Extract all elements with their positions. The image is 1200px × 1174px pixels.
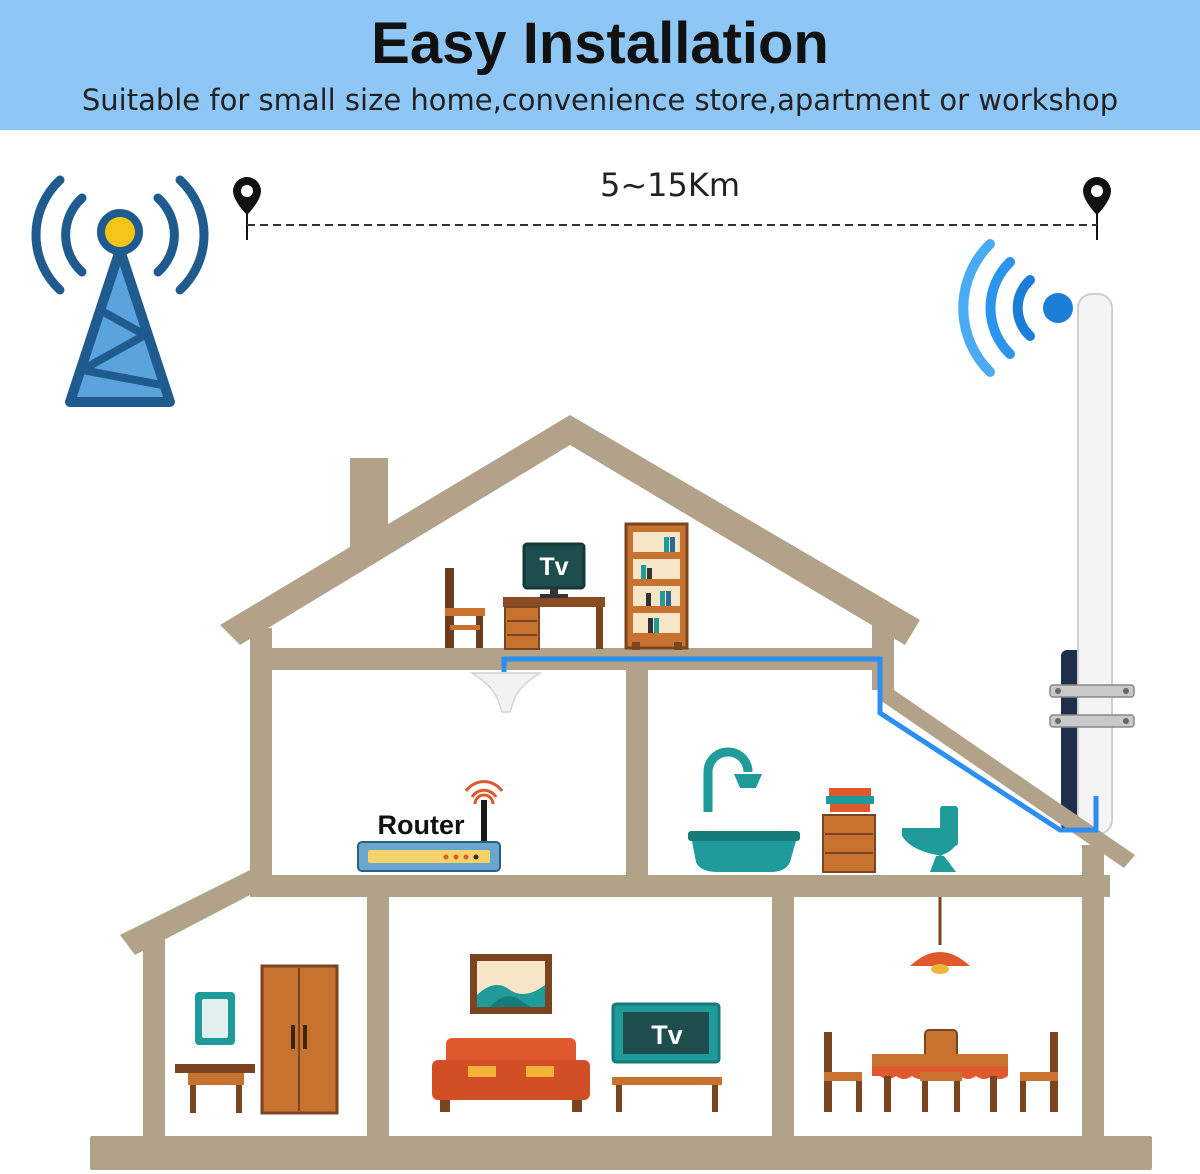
- cell-tower-icon: [31, 175, 209, 407]
- router-icon: Router: [357, 780, 504, 872]
- dining-set: [824, 1029, 1058, 1112]
- tv-icon: Tv: [611, 1002, 722, 1112]
- outdoor-antenna-icon: [1049, 293, 1135, 835]
- antenna-cable: [501, 656, 1099, 833]
- tv-icon: Tv: [522, 542, 586, 598]
- wall-painting: [470, 954, 552, 1014]
- page-subtitle: Suitable for small size home,convenience…: [81, 83, 1119, 117]
- distance-label: 5~15Km: [599, 166, 741, 204]
- ceiling-antenna-icon: [469, 672, 543, 713]
- location-pin-icon: [1083, 177, 1111, 240]
- wifi-signal-icon: [958, 239, 1073, 377]
- house: [90, 415, 1152, 1170]
- router-label: Router: [378, 810, 465, 840]
- bookshelf: [624, 522, 689, 650]
- header-banner: [0, 0, 1200, 130]
- side-table: [175, 1064, 255, 1113]
- page-title: Easy Installation: [371, 11, 829, 76]
- tv-label: Tv: [651, 1020, 683, 1050]
- wardrobe: [260, 964, 339, 1115]
- chair: [445, 568, 485, 648]
- desk: [503, 597, 605, 650]
- tv-label: Tv: [539, 553, 568, 581]
- toilet: [902, 806, 958, 872]
- sofa: [432, 1038, 590, 1112]
- cabinet: [822, 788, 876, 873]
- mirror: [195, 992, 235, 1045]
- pendant-lamp: [910, 897, 970, 974]
- location-pin-icon: [233, 177, 261, 240]
- bathtub: [688, 747, 800, 872]
